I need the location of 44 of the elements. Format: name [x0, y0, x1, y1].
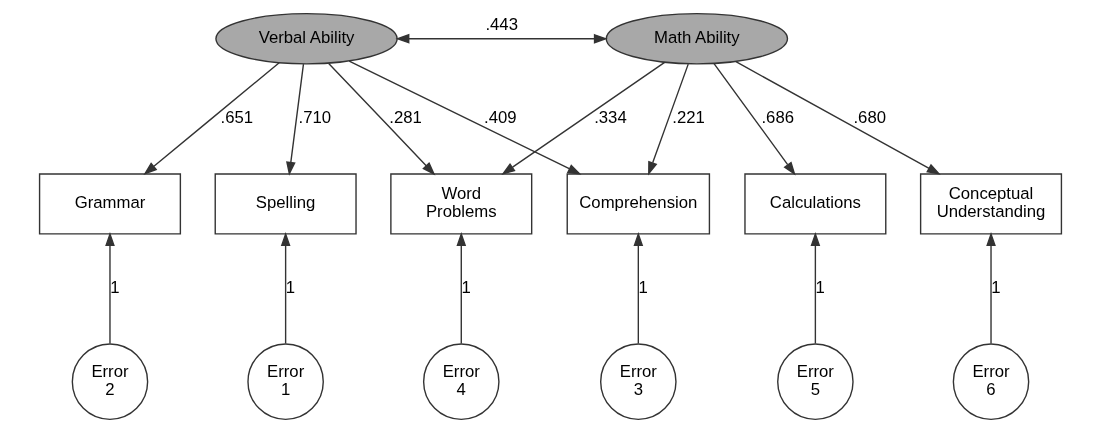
edge-label: .651	[220, 108, 254, 128]
node-circle: Error 5	[777, 343, 854, 421]
edge-label: 1	[285, 278, 296, 298]
edge-label: .221	[672, 108, 705, 128]
node-circle: Error 1	[247, 343, 324, 421]
node-circle: Error 3	[600, 343, 677, 421]
node-box: Grammar	[38, 173, 182, 235]
edge-label: 1	[638, 278, 648, 298]
edge-label: 1	[815, 278, 825, 298]
node-box: Word Problems	[390, 173, 533, 235]
edge-label: .710	[298, 108, 332, 128]
node-box: Conceptual Understanding	[919, 173, 1063, 235]
edge-label: .443	[485, 14, 518, 34]
arrow	[713, 62, 796, 176]
arrow	[648, 63, 689, 176]
arrow	[395, 33, 608, 44]
edge-label: .281	[389, 108, 422, 128]
node-circle: Error 6	[952, 343, 1030, 421]
edge-label: .409	[484, 108, 517, 128]
edge-label: .334	[594, 108, 627, 128]
node-ellipse: Math Ability	[605, 12, 789, 65]
edge-label: 1	[110, 278, 120, 298]
edge-label: .686	[761, 108, 795, 128]
arrow	[986, 232, 996, 345]
arrow	[328, 62, 436, 176]
arrow	[735, 61, 941, 175]
arrow	[501, 61, 666, 175]
node-circle: Error 4	[422, 343, 500, 421]
edge-label: .680	[853, 108, 887, 128]
node-box: Comprehension	[566, 173, 711, 235]
arrow	[456, 232, 467, 345]
node-ellipse: Verbal Ability	[215, 12, 398, 65]
arrow	[105, 232, 115, 345]
arrow	[280, 232, 291, 345]
arrow	[810, 232, 821, 345]
node-circle: Error 2	[71, 343, 149, 421]
arrow	[143, 62, 280, 175]
edge-label: 1	[991, 278, 1001, 298]
arrow	[286, 63, 305, 176]
node-box: Spelling	[214, 173, 357, 235]
arrow	[633, 232, 644, 345]
node-box: Calculations	[744, 173, 887, 235]
arrow	[348, 60, 582, 175]
edge-label: 1	[461, 278, 471, 298]
